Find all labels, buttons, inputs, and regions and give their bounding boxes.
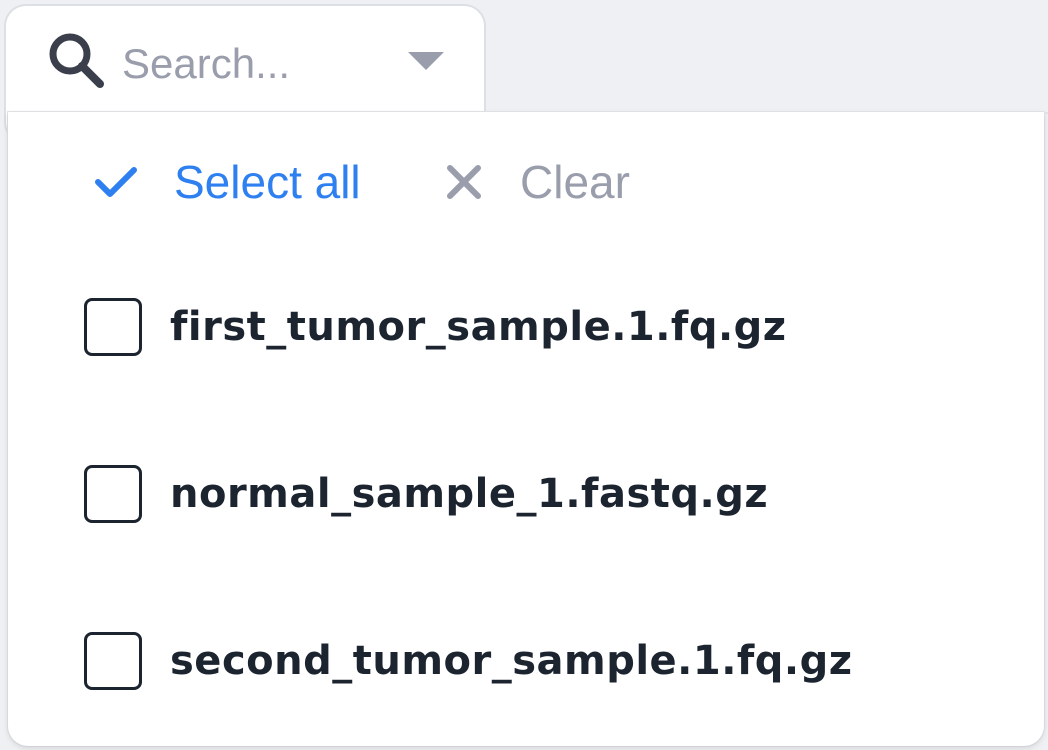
search-input[interactable] (122, 34, 382, 94)
close-icon (447, 165, 481, 199)
option-second-tumor-sample[interactable]: second_tumor_sample.1.fq.gz (84, 628, 853, 694)
checkbox[interactable] (84, 632, 142, 690)
select-all-label: Select all (174, 156, 361, 208)
check-icon (95, 167, 137, 197)
option-label: normal_sample_1.fastq.gz (170, 471, 769, 517)
search-icon (49, 33, 104, 88)
caret-down-icon[interactable] (406, 50, 446, 74)
option-label: first_tumor_sample.1.fq.gz (170, 304, 787, 350)
select-all-button[interactable]: Select all (94, 152, 361, 212)
clear-label: Clear (520, 156, 630, 208)
option-first-tumor-sample[interactable]: first_tumor_sample.1.fq.gz (84, 294, 787, 360)
clear-button[interactable]: Clear (444, 152, 630, 212)
checkbox[interactable] (84, 298, 142, 356)
dropdown-menu: Select all Clear first_tumor_sample.1.fq… (8, 112, 1044, 746)
option-normal-sample[interactable]: normal_sample_1.fastq.gz (84, 461, 768, 527)
option-label: second_tumor_sample.1.fq.gz (170, 638, 853, 684)
checkbox[interactable] (84, 465, 142, 523)
